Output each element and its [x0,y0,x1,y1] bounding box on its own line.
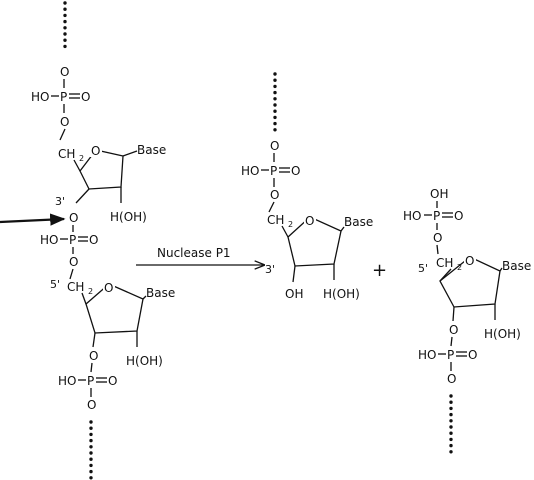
c2-substituent: H(OH) [323,287,360,301]
five-prime-phosphate: OH P HO O O [403,187,463,245]
sugar-ring: 5' CH 2 O Base H(OH) [418,244,531,341]
reaction-arrow: Nuclease P1 [136,246,264,265]
bridging-oxygen-3prime: O [69,211,78,225]
ring-oxygen: O [91,144,100,158]
c2-substituent: H(OH) [126,354,163,368]
enzyme-label: Nuclease P1 [157,246,231,260]
phosphate-double-bond-oxygen: O [291,164,300,178]
ring-oxygen: O [104,281,113,295]
phosphate-oxygen-upper: O [60,65,69,79]
ch2-group: CH [436,256,453,270]
c2-substituent: H(OH) [110,210,147,224]
phosphate-oxygen-upper: O [270,139,279,153]
phosphate-hydroxyl: HO [403,209,421,223]
three-prime-label: 3' [265,263,275,276]
phosphate-group: O P HO O O [241,139,300,202]
nucleobase-label: Base [146,286,175,300]
nucleobase-label: Base [137,143,166,157]
ring-oxygen: O [305,214,314,228]
phosphorus-atom: P [60,90,67,104]
phosphate-group-top: O P HO O O [31,65,90,129]
nucleobase-label: Base [344,215,373,229]
substrate-dinucleotide: O P HO O O CH 2 O Base H(OH) 3' [0,1,175,480]
three-prime-hydroxyl: OH [285,287,303,301]
phosphate-hydroxyl: HO [241,164,259,178]
three-prime-label: 3' [55,195,65,208]
plus-sign: + [372,260,387,281]
phosphate-oxygen-lower: O [270,188,279,202]
phosphorus-atom: P [447,348,454,362]
phosphate-hydroxyl: HO [40,233,58,247]
sugar-ring-upper: CH 2 O Base H(OH) 3' [55,128,166,224]
phosphate-double-bond-oxygen: O [81,90,90,104]
phosphate-ester-oxygen: O [433,231,442,245]
bridging-oxygen-5prime: O [69,255,78,269]
phosphate-double-bond-oxygen: O [108,374,117,388]
phosphorus-atom: P [270,164,277,178]
phosphodiester-linkage: O P HO O O [40,211,98,269]
phosphate-hydroxyl-top: OH [430,187,448,201]
phosphate-double-bond-oxygen: O [468,348,477,362]
ch2-group: CH [267,213,284,227]
phosphate-oxygen-upper: O [449,323,458,337]
ch2-group: CH [58,147,75,161]
phosphorus-atom: P [87,374,94,388]
five-prime-label: 5' [50,278,60,291]
phosphate-hydroxyl: HO [58,374,76,388]
phosphate-hydroxyl: HO [418,348,436,362]
svg-text:2: 2 [79,154,84,163]
sugar-ring-lower: 5' CH 2 O Base H(OH) [50,268,175,368]
five-prime-label: 5' [418,262,428,275]
phosphate-hydroxyl: HO [31,90,49,104]
phosphorus-atom: P [433,209,440,223]
phosphate-group-bottom: O P HO O O [58,349,117,412]
cleavage-site-arrow [0,213,66,226]
three-prime-phosphate: O P HO O O [418,323,477,386]
svg-text:2: 2 [88,287,93,296]
svg-text:2: 2 [457,263,462,272]
phosphate-double-bond-oxygen: O [89,233,98,247]
svg-text:2: 2 [288,220,293,229]
sugar-ring: CH 2 O Base H(OH) OH 3' [265,201,373,301]
product-5prime-monophosphate: OH P HO O O 5' CH 2 O Base H(OH) [403,187,531,454]
phosphate-double-bond-oxygen: O [454,209,463,223]
ring-oxygen: O [465,254,474,268]
phosphate-oxygen-lower: O [87,398,96,412]
c2-substituent: H(OH) [484,327,521,341]
phosphate-oxygen-lower: O [60,115,69,129]
phosphorus-atom: P [69,233,76,247]
product-3prime-hydroxyl: O P HO O O CH 2 O Base H(OH) OH 3' [241,72,373,301]
phosphate-oxygen-lower: O [447,372,456,386]
phosphate-oxygen-upper: O [89,349,98,363]
ch2-group: CH [67,280,84,294]
nucleobase-label: Base [502,259,531,273]
